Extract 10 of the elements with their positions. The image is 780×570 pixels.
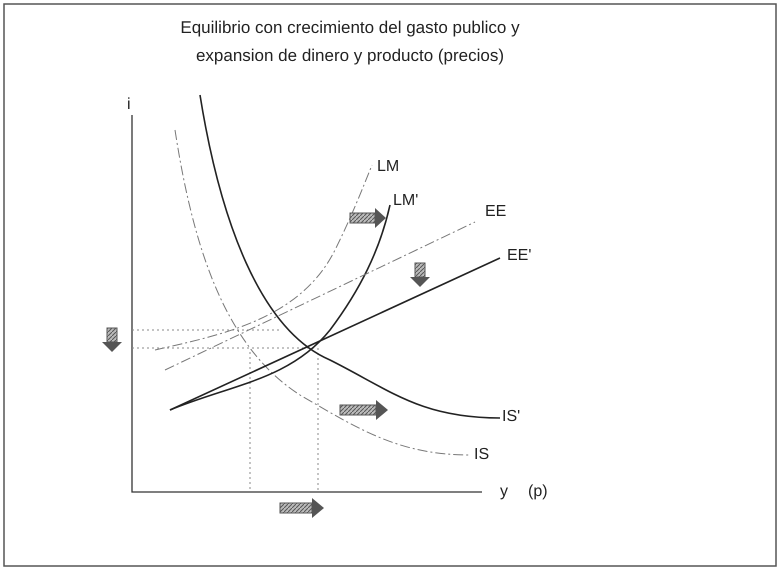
curve-label: IS' xyxy=(502,408,520,426)
axis-label: y xyxy=(500,483,508,501)
axis-label: i xyxy=(127,96,131,114)
curve-label: LM xyxy=(377,158,400,176)
curve-label: EE xyxy=(485,203,506,221)
curve-label: EE' xyxy=(507,247,532,265)
axis-label: (p) xyxy=(528,483,548,501)
curve-label: IS xyxy=(474,446,490,464)
curve-label: LM' xyxy=(393,192,418,210)
chart-title: Equilibrio con crecimiento del gasto publico y expansion de dinero y producto (precios) xyxy=(179,17,521,67)
